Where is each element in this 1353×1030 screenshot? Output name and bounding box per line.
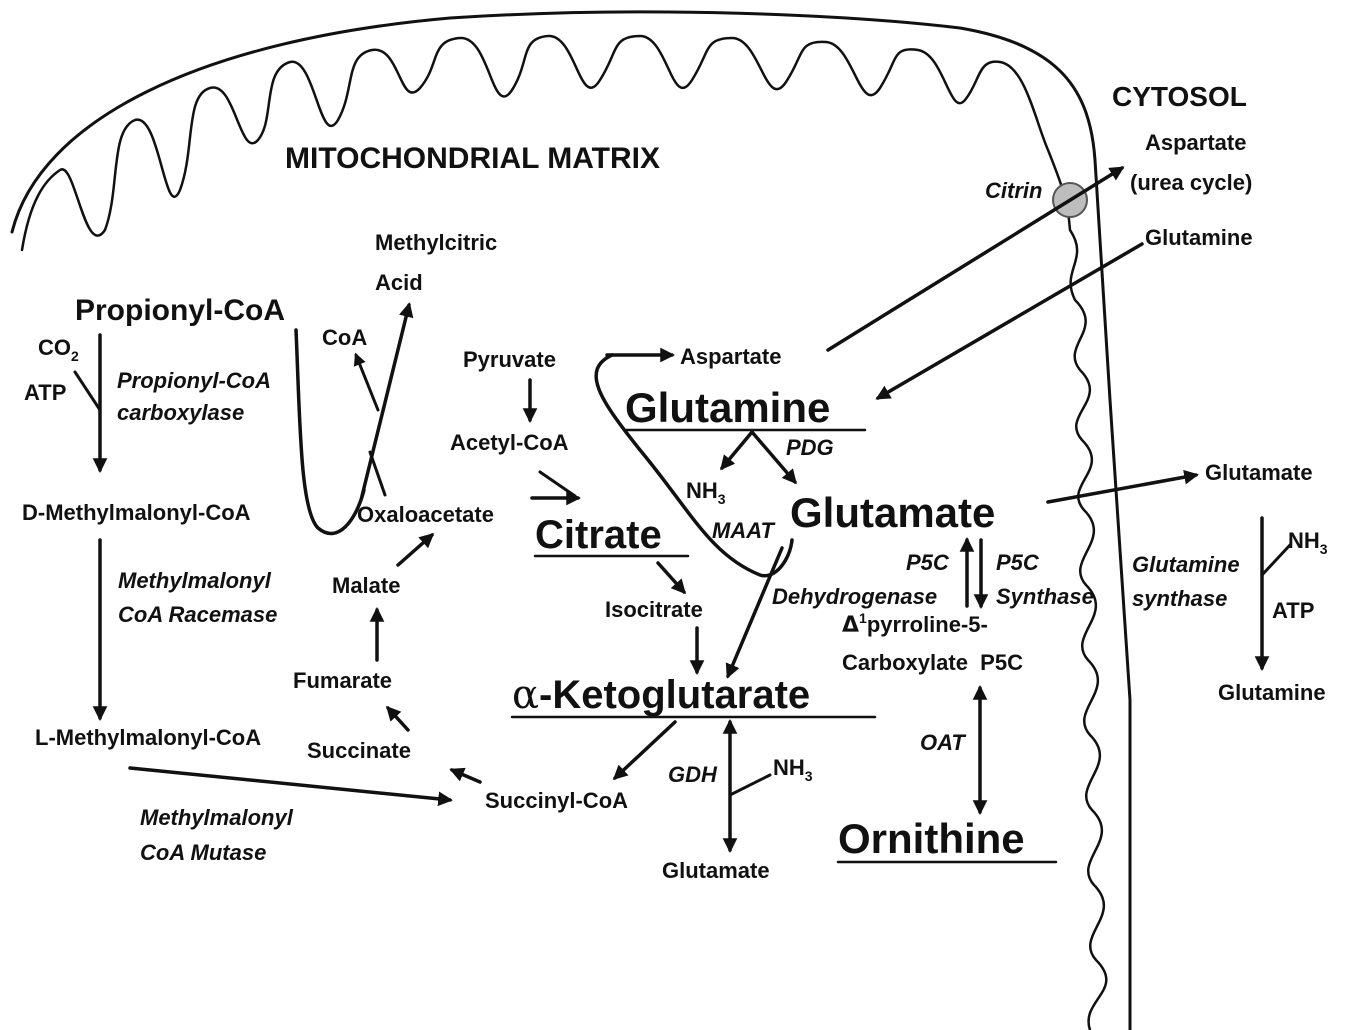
cytosol-label: CYTOSOL — [1112, 81, 1247, 112]
l-methylmalonyl-label: L-Methylmalonyl-CoA — [35, 725, 261, 750]
aspartate-export-arrow — [828, 168, 1122, 350]
glutamine-bottom-right-label: Glutamine — [1218, 680, 1326, 705]
gs-nh3-branch — [1262, 545, 1290, 575]
pcc-enzyme-label: Propionyl-CoA — [117, 368, 271, 393]
methylcitric-label: Methylcitric — [375, 230, 497, 255]
malate-label: Malate — [332, 573, 400, 598]
succinylcoa-to-succinate-arrow — [452, 770, 480, 782]
coa-label: CoA — [322, 325, 367, 350]
oxaloacetate-stub — [370, 452, 385, 495]
co2-atp-branch — [75, 372, 100, 410]
atp-right-label: ATP — [1272, 598, 1314, 623]
aspartate-cytosol-label: Aspartate — [1145, 130, 1246, 155]
atp-left-label: ATP — [24, 380, 66, 405]
p5c-label: Δ1pyrroline-5- — [842, 610, 988, 638]
akg-to-succinylcoa-arrow — [615, 722, 675, 778]
glutamate-bottom-label: Glutamate — [662, 858, 770, 883]
coa-release-arrow — [356, 355, 378, 410]
fumarate-label: Fumarate — [293, 668, 392, 693]
nh3-right-label: NH3 — [1288, 528, 1328, 557]
maat-to-akg-arrow — [728, 548, 782, 676]
nh3-top-label: NH3 — [686, 478, 726, 507]
gs-enzyme-label-2: synthase — [1132, 586, 1227, 611]
matrix-label: MITOCHONDRIAL MATRIX — [285, 142, 660, 175]
gdh-nh3-branch — [730, 775, 770, 795]
isocitrate-label: Isocitrate — [605, 597, 703, 622]
gdh-enzyme-label: GDH — [668, 762, 718, 787]
pcc-enzyme-label-2: carboxylase — [117, 400, 244, 425]
p5c-label-2: Carboxylate P5C — [842, 650, 1023, 675]
oxaloacetate-label: Oxaloacetate — [357, 502, 494, 527]
gs-enzyme-label: Glutamine — [1132, 552, 1240, 577]
succinate-to-fumarate-arrow — [388, 708, 408, 730]
malate-to-oaa-arrow — [398, 535, 432, 565]
p5cdh-enzyme-label: P5C — [906, 550, 950, 575]
propionyl-coa-label: Propionyl-CoA — [75, 294, 285, 327]
glutamine-matrix-label: Glutamine — [625, 384, 830, 431]
aspartate-cytosol-label-2: (urea cycle) — [1130, 170, 1252, 195]
p5cdh-enzyme-label-2: Dehydrogenase — [772, 584, 937, 609]
oat-enzyme-label: OAT — [920, 730, 966, 755]
acetyl-coa-label: Acetyl-CoA — [450, 430, 569, 455]
propionyl-to-oxaloacetate-curve — [296, 330, 364, 534]
p5cs-enzyme-label: P5C — [996, 550, 1040, 575]
d-methylmalonyl-label: D-Methylmalonyl-CoA — [22, 500, 251, 525]
glutamine-import-arrow — [878, 244, 1142, 398]
mcm-enzyme-label-2: CoA Mutase — [140, 840, 266, 865]
mcr-enzyme-label-2: CoA Racemase — [118, 602, 277, 627]
succinyl-coa-label: Succinyl-CoA — [485, 788, 628, 813]
methylcitric-label-2: Acid — [375, 270, 423, 295]
maat-enzyme-label: MAAT — [712, 518, 775, 543]
glutamine-to-nh3-arrow — [722, 432, 752, 468]
glutamine-cytosol-label: Glutamine — [1145, 225, 1253, 250]
co2-label: CO2 — [38, 335, 79, 364]
succinate-label: Succinate — [307, 738, 411, 763]
methylcitric-arrow — [362, 305, 409, 496]
glutamate-export-arrow — [1048, 475, 1196, 502]
nh3-gdh-label: NH3 — [773, 755, 813, 784]
aspartate-matrix-label: Aspartate — [680, 344, 781, 369]
p5cs-enzyme-label-2: Synthase — [996, 584, 1094, 609]
mutase-arrow — [130, 768, 450, 800]
oaa-to-citrate-join — [540, 472, 575, 496]
mcr-enzyme-label: Methylmalonyl — [118, 568, 272, 593]
ornithine-label: Ornithine — [838, 815, 1025, 862]
akg-label: α-Ketoglutarate — [512, 672, 810, 718]
citrate-label: Citrate — [535, 513, 662, 557]
pyruvate-label: Pyruvate — [463, 347, 556, 372]
pdg-enzyme-label: PDG — [786, 435, 834, 460]
mcm-enzyme-label: Methylmalonyl — [140, 805, 294, 830]
citrate-to-isocitrate-arrow — [658, 563, 684, 592]
citrin-label: Citrin — [985, 178, 1042, 203]
glutamate-cytosol-label: Glutamate — [1205, 460, 1313, 485]
glutamate-matrix-label: Glutamate — [790, 489, 995, 536]
